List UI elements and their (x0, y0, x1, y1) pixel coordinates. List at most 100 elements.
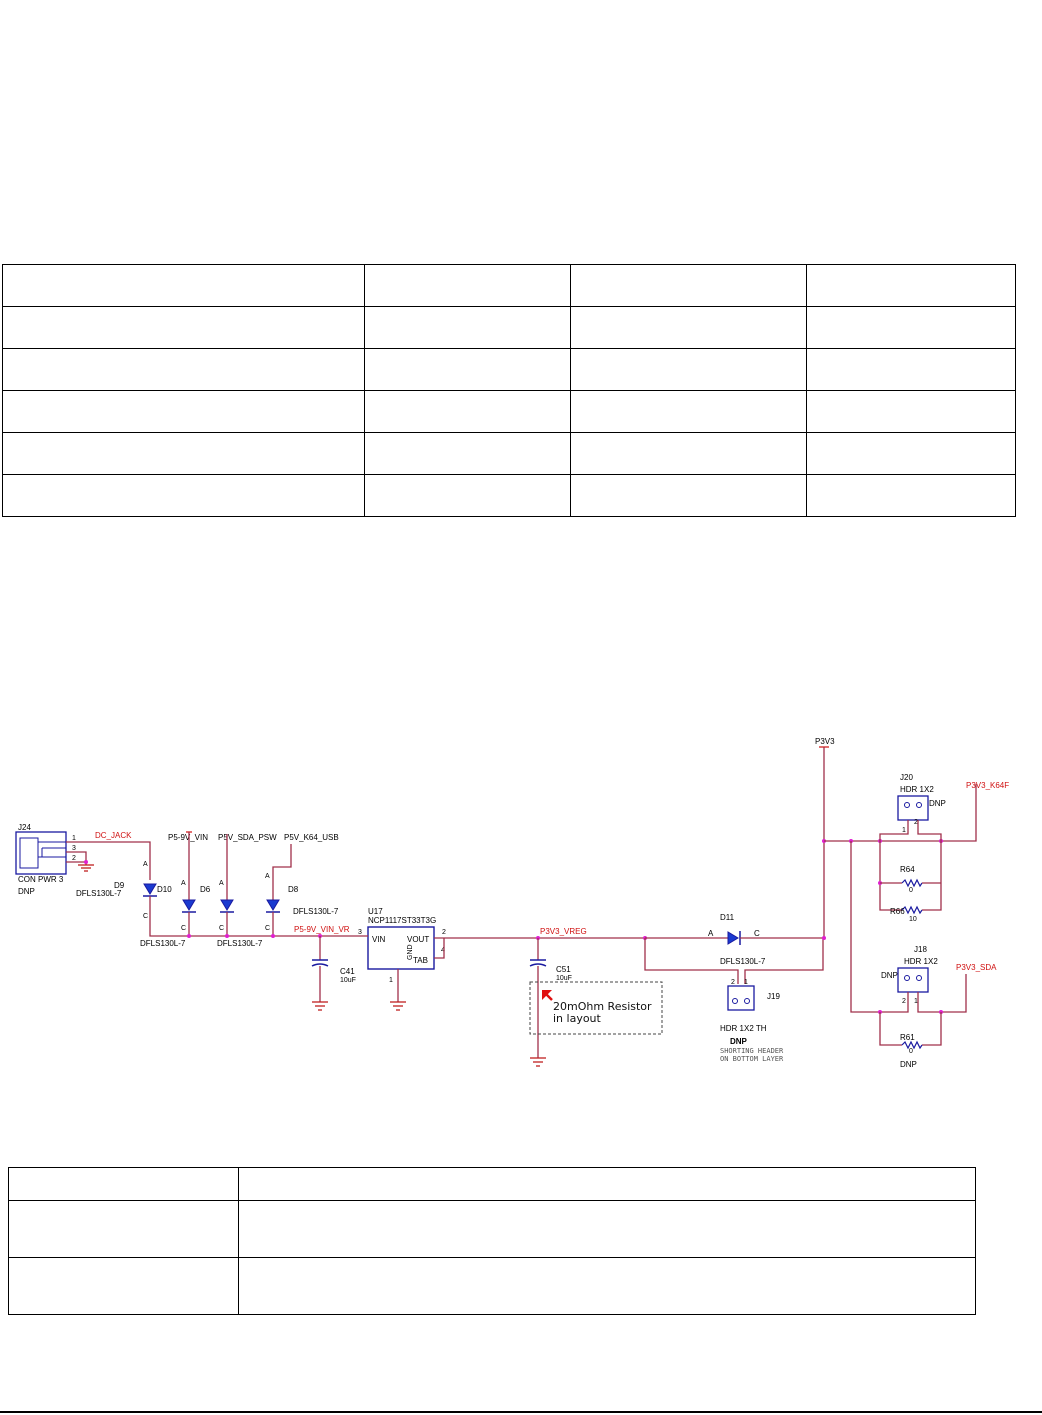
j24-pin3: 3 (72, 845, 76, 852)
c51-value: 10uF (556, 975, 572, 982)
r66-resistor: R66 10 (890, 905, 923, 923)
table-cell (570, 474, 808, 517)
annotation-line2: in layout (553, 1012, 602, 1025)
u17-pin-vin: 3 (358, 929, 362, 936)
r61-value: 0 (909, 1048, 913, 1055)
table-cell (570, 390, 808, 433)
table-cell (363, 306, 572, 349)
j20-pin1: 1 (902, 827, 906, 834)
u17-pin-tab: 4 (441, 947, 445, 954)
j19-part: HDR 1X2 TH (720, 1024, 767, 1033)
u17-gnd: GND (407, 944, 414, 960)
table-cell (570, 432, 808, 475)
j24-pin1: 1 (72, 835, 76, 842)
d10-part: DFLS130L-7 (140, 939, 186, 948)
table-cell (806, 348, 1016, 391)
u17-tab: TAB (413, 956, 428, 965)
j19-header: 2 1 J19 HDR 1X2 TH DNP SHORTING HEADER O… (644, 938, 824, 1063)
d8-ref: D8 (288, 885, 299, 894)
table-cell (8, 1257, 239, 1315)
net-p3v3-sda: P3V3_SDA (956, 963, 997, 972)
j24-connector: J24 CON PWR 3 DNP 1 3 2 (15, 823, 76, 896)
j18-pin1: 1 (914, 998, 918, 1005)
footer-rule (0, 1411, 1042, 1413)
table-cell (2, 348, 365, 391)
d8-pin-c: C (265, 925, 270, 932)
table-cell (570, 264, 808, 307)
j19-dnp: DNP (730, 1037, 748, 1046)
table-row (2, 432, 1016, 475)
r64-ref: R64 (900, 865, 915, 874)
table-cell (806, 432, 1016, 475)
u17-pin-vout: 2 (442, 929, 446, 936)
u17-vout: VOUT (407, 935, 429, 944)
data-table-bottom (8, 1167, 977, 1315)
table-row (8, 1167, 977, 1201)
p5v-sda-diode: P5V_SDA_PSW A C DFLS130L-7 (217, 833, 277, 948)
d9-ref: D9 (114, 881, 125, 890)
d10-pin-a: A (143, 861, 148, 868)
j18-pin2: 2 (902, 998, 906, 1005)
r61-ref: R61 (900, 1033, 915, 1042)
net-p5-9v-vin-vr: P5-9V_VIN_VR (294, 925, 350, 934)
table-cell (363, 432, 572, 475)
table-cell (806, 474, 1016, 517)
d6-pin-c: C (181, 925, 186, 932)
d11-cathode: C (754, 929, 760, 938)
p5v-sda-diode-pin-c: C (219, 925, 224, 932)
c51-ref: C51 (556, 965, 571, 974)
u17-regulator: U17 NCP1117ST33T3G VIN VOUT TAB GND 3 2 … (322, 907, 645, 1011)
table-cell (8, 1200, 239, 1258)
table-row (8, 1257, 977, 1315)
r66-ref: R66 (890, 907, 905, 916)
table-row (2, 264, 1016, 307)
layout-annotation: 20mOhm Resistor in layout (529, 981, 663, 1035)
c41-ref: C41 (340, 967, 355, 976)
table-row (2, 306, 1016, 349)
c41-capacitor: C41 10uF (311, 934, 356, 1011)
j20-part: HDR 1X2 (900, 785, 934, 794)
annotation-line1: 20mOhm Resistor (553, 1000, 652, 1013)
table-cell (570, 348, 808, 391)
u17-vin: VIN (372, 935, 386, 944)
ground-symbol (78, 864, 94, 872)
net-p3v3-k64f: P3V3_K64F (966, 781, 1009, 790)
u17-pin-gnd: 1 (389, 977, 393, 984)
j19-ref: J19 (767, 992, 780, 1001)
u17-ref: U17 (368, 907, 383, 916)
r66-value: 10 (909, 916, 917, 923)
table-cell (2, 264, 365, 307)
d11-part: DFLS130L-7 (720, 957, 766, 966)
j19-note2: ON BOTTOM LAYER (720, 1055, 784, 1063)
c41-value: 10uF (340, 977, 356, 984)
table-cell (237, 1257, 977, 1315)
j20-ref: J20 (900, 773, 913, 782)
d10-ref: D10 (157, 885, 172, 894)
j20-pin2: 2 (914, 819, 918, 826)
d8-part: DFLS130L-7 (293, 907, 339, 916)
u17-part: NCP1117ST33T3G (368, 916, 436, 925)
table-row (2, 348, 1016, 391)
power-supply-schematic: J24 CON PWR 3 DNP 1 3 2 DC_JACK DFLS130L… (15, 737, 1009, 1069)
r64-value: 0 (909, 887, 913, 894)
j18-dnp: DNP (881, 971, 898, 980)
net-p5v-sda-psw: P5V_SDA_PSW (218, 833, 277, 842)
j24-dnp: DNP (18, 887, 35, 896)
table-cell (2, 390, 365, 433)
d11-anode: A (708, 929, 714, 938)
table-cell (8, 1167, 239, 1201)
d11-ref: D11 (720, 913, 735, 922)
table-cell (363, 474, 572, 517)
d8-pin-a: A (265, 873, 270, 880)
table-row (8, 1200, 977, 1258)
d6-ref: D6 (200, 885, 211, 894)
net-p3v3: P3V3 (815, 737, 835, 746)
j18-part: HDR 1X2 (904, 957, 938, 966)
net-p5-9v-vin: P5-9V_VIN (168, 833, 208, 842)
table-cell (2, 474, 365, 517)
table-row (2, 474, 1016, 517)
j19-note1: SHORTING HEADER (720, 1047, 784, 1055)
table-cell (237, 1200, 977, 1258)
data-table-top (2, 264, 1016, 517)
d11-diode: D11 A C DFLS130L-7 (643, 913, 823, 966)
